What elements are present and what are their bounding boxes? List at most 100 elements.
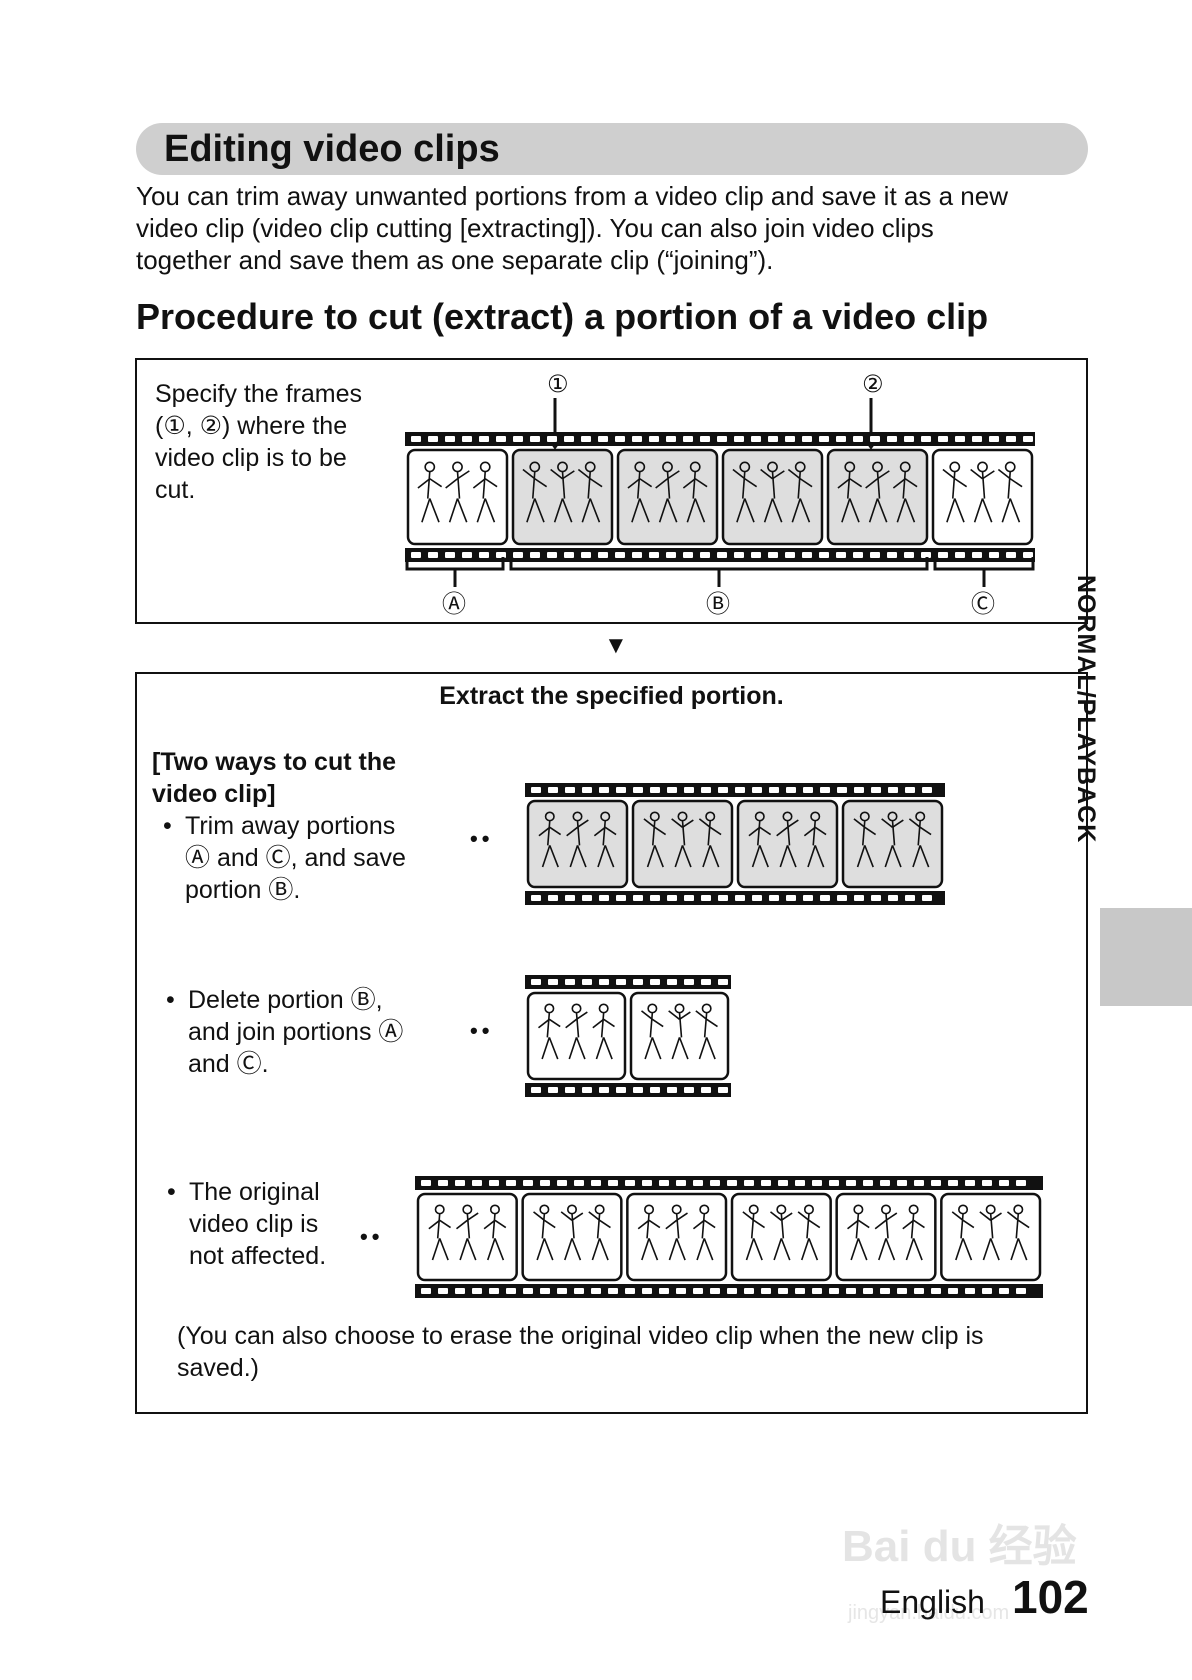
- film-perforation-hole: [557, 1288, 567, 1294]
- side-tab-label: NORMAL/PLAYBACK: [1072, 575, 1100, 844]
- film-perforation-hole: [717, 552, 727, 558]
- film-perforation-hole: [650, 1087, 660, 1093]
- film-perforation-hole: [888, 895, 898, 901]
- film-perforation-hole: [548, 895, 558, 901]
- film-perforation-hole: [438, 1180, 448, 1186]
- film-frame: [826, 448, 929, 546]
- film-perforation-hole: [829, 1288, 839, 1294]
- film-perforation-hole: [564, 552, 574, 558]
- film-perforation-hole: [531, 979, 541, 985]
- dancer-figures-icon: [641, 1003, 718, 1060]
- note-text: (You can also choose to erase the origin…: [177, 1320, 984, 1384]
- film-perforation-hole: [540, 1180, 550, 1186]
- film-perforation-hole: [795, 1180, 805, 1186]
- film-frame: [511, 448, 614, 546]
- film-perforation-hole: [633, 895, 643, 901]
- film-perforation-hole: [700, 552, 710, 558]
- specify-line: video clip is to be: [155, 444, 347, 472]
- film-frame: [626, 1192, 728, 1282]
- film-perforation-hole: [608, 1288, 618, 1294]
- film-perforation-hole: [819, 552, 829, 558]
- film-perforation-hole: [982, 1288, 992, 1294]
- film-perforation-hole: [710, 1288, 720, 1294]
- film-perforation-hole: [649, 552, 659, 558]
- film-perforation-hole: [455, 1288, 465, 1294]
- film-perforation-hole: [599, 787, 609, 793]
- film-frame: [841, 799, 944, 889]
- film-perforation-hole: [574, 1180, 584, 1186]
- film-perforation-hole: [557, 1180, 567, 1186]
- way3-line: not affected.: [189, 1242, 327, 1270]
- film-perforation-hole: [506, 1288, 516, 1294]
- film-perforation-hole: [633, 1087, 643, 1093]
- film-frame: [931, 448, 1034, 546]
- film-perforation-hole: [931, 1180, 941, 1186]
- film-perforation-hole: [837, 895, 847, 901]
- way3-line: The original: [189, 1178, 320, 1206]
- way1-line: Trim away portions: [185, 812, 396, 840]
- film-perforation-hole: [565, 895, 575, 901]
- film-perforation-hole: [727, 1180, 737, 1186]
- film-perforation-hole: [615, 436, 625, 442]
- film-perforation-hole: [581, 436, 591, 442]
- film-perforation-hole: [455, 1180, 465, 1186]
- film-perforation-hole: [897, 1180, 907, 1186]
- film-perforation-hole: [1016, 1180, 1026, 1186]
- film-perforation-hole: [735, 895, 745, 901]
- dancer-figures-icon: [643, 811, 722, 868]
- film-perforation-hole: [582, 1087, 592, 1093]
- film-perforation-hole: [863, 1288, 873, 1294]
- film-perforation-hole: [693, 1180, 703, 1186]
- film-strip-unaffected: [415, 1176, 1043, 1303]
- film-perforation-hole: [972, 552, 982, 558]
- watermark-url: jingyan.baidu.com: [848, 1602, 1010, 1624]
- film-perforation-hole: [1023, 552, 1033, 558]
- film-perforation-hole: [582, 787, 592, 793]
- film-perforation-hole: [751, 552, 761, 558]
- film-perforation-hole: [905, 787, 915, 793]
- film-perforation-hole: [472, 1288, 482, 1294]
- dancer-figures-icon: [627, 461, 708, 523]
- film-perforation-hole: [633, 787, 643, 793]
- film-perforation-hole: [965, 1180, 975, 1186]
- film-perforation-hole: [905, 895, 915, 901]
- specify-line: cut.: [155, 476, 196, 504]
- film-perforation-hole: [921, 436, 931, 442]
- film-perforation-hole: [599, 979, 609, 985]
- film-perforation-hole: [880, 1288, 890, 1294]
- film-perforation-hole: [472, 1180, 482, 1186]
- dancer-figures-icon: [637, 1204, 716, 1261]
- film-perforation-hole: [1006, 436, 1016, 442]
- film-perforation-hole: [803, 787, 813, 793]
- portion-c-label: Ⓒ: [971, 591, 995, 618]
- film-perforation-hole: [871, 787, 881, 793]
- page-number: 102: [1012, 1571, 1089, 1623]
- film-perforation-hole: [428, 436, 438, 442]
- way1-dots: ••: [470, 826, 494, 851]
- film-perforation-hole: [684, 979, 694, 985]
- film-perforation-hole: [462, 436, 472, 442]
- film-perforation-hole: [599, 1087, 609, 1093]
- film-perforation-hole: [931, 1288, 941, 1294]
- film-perforation-hole: [530, 436, 540, 442]
- film-perforation-hole: [701, 1087, 711, 1093]
- film-perforation-hole: [615, 552, 625, 558]
- specify-line: (①, ②) where the: [155, 412, 348, 440]
- film-frame: [406, 448, 509, 546]
- film-perforation-hole: [812, 1180, 822, 1186]
- film-perforation-hole: [999, 1180, 1009, 1186]
- film-perforation-hole: [904, 436, 914, 442]
- film-perforation-hole: [445, 552, 455, 558]
- dancer-figures-icon: [951, 1204, 1030, 1261]
- film-perforation-hole: [853, 436, 863, 442]
- way3-line: video clip is: [189, 1210, 319, 1238]
- film-perforation-hole: [659, 1288, 669, 1294]
- dancer-figures-icon: [522, 461, 603, 523]
- film-perforation-hole: [676, 1180, 686, 1186]
- dancer-figures-icon: [732, 461, 813, 523]
- film-perforation-hole: [683, 552, 693, 558]
- film-perforation-hole: [632, 436, 642, 442]
- intro-paragraph: You can trim away unwanted portions from…: [136, 180, 1086, 276]
- film-perforation-hole: [989, 552, 999, 558]
- specify-line: Specify the frames: [155, 380, 363, 408]
